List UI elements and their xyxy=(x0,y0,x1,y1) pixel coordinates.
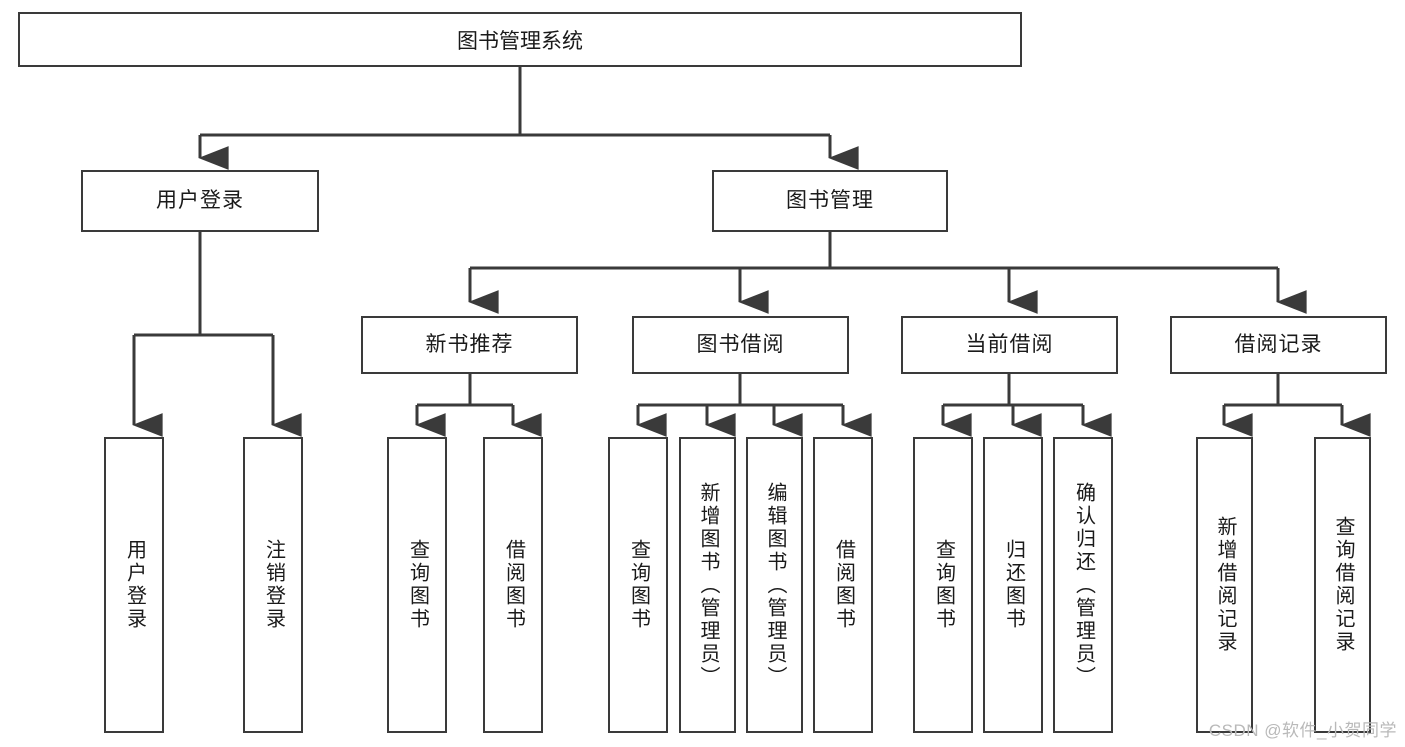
node-book-management[interactable]: 图书管理 xyxy=(712,170,948,232)
node-label: 图书借阅 xyxy=(696,333,785,357)
node-label: 编辑图书（管理员） xyxy=(764,481,786,689)
node-label: 图书管理系统 xyxy=(457,29,583,53)
node-label: 借阅图书 xyxy=(502,539,525,631)
leaf-logout[interactable]: 注销登录 xyxy=(243,437,303,733)
node-label: 查询图书 xyxy=(406,539,429,631)
node-label: 查询借阅记录 xyxy=(1332,516,1354,654)
leaf-edit-book-admin[interactable]: 编辑图书（管理员） xyxy=(746,437,803,733)
node-new-book-recommendation[interactable]: 新书推荐 xyxy=(361,316,578,374)
leaf-borrow-book[interactable]: 借阅图书 xyxy=(813,437,873,733)
node-book-borrowing[interactable]: 图书借阅 xyxy=(632,316,849,374)
leaf-confirm-return-admin[interactable]: 确认归还（管理员） xyxy=(1053,437,1113,733)
node-label: 新书推荐 xyxy=(425,333,514,357)
leaf-return-book[interactable]: 归还图书 xyxy=(983,437,1043,733)
leaf-user-login[interactable]: 用户登录 xyxy=(104,437,164,733)
leaf-add-book-admin[interactable]: 新增图书（管理员） xyxy=(679,437,736,733)
leaf-query-book-recommend[interactable]: 查询图书 xyxy=(387,437,447,733)
node-label: 用户登录 xyxy=(156,189,244,213)
node-label: 当前借阅 xyxy=(965,333,1054,357)
node-label: 归还图书 xyxy=(1002,539,1025,631)
leaf-add-borrow-record[interactable]: 新增借阅记录 xyxy=(1196,437,1253,733)
node-root-system[interactable]: 图书管理系统 xyxy=(18,12,1022,67)
leaf-borrow-book-recommend[interactable]: 借阅图书 xyxy=(483,437,543,733)
leaf-query-book-borrow[interactable]: 查询图书 xyxy=(608,437,668,733)
leaf-query-book-current[interactable]: 查询图书 xyxy=(913,437,973,733)
node-user-login[interactable]: 用户登录 xyxy=(81,170,319,232)
node-borrowing-record[interactable]: 借阅记录 xyxy=(1170,316,1387,374)
node-label: 查询图书 xyxy=(932,539,955,631)
leaf-query-borrow-record[interactable]: 查询借阅记录 xyxy=(1314,437,1371,733)
node-label: 新增借阅记录 xyxy=(1214,516,1236,654)
node-label: 借阅记录 xyxy=(1234,333,1323,357)
node-label: 查询图书 xyxy=(627,539,650,631)
node-label: 借阅图书 xyxy=(832,539,855,631)
node-current-borrowing[interactable]: 当前借阅 xyxy=(901,316,1118,374)
node-label: 注销登录 xyxy=(262,539,285,631)
node-label: 用户登录 xyxy=(123,539,146,631)
node-label: 确认归还（管理员） xyxy=(1072,481,1095,689)
watermark: CSDN @软件_小贺同学 xyxy=(1208,721,1397,740)
node-label: 新增图书（管理员） xyxy=(697,481,719,689)
node-label: 图书管理 xyxy=(786,189,874,213)
